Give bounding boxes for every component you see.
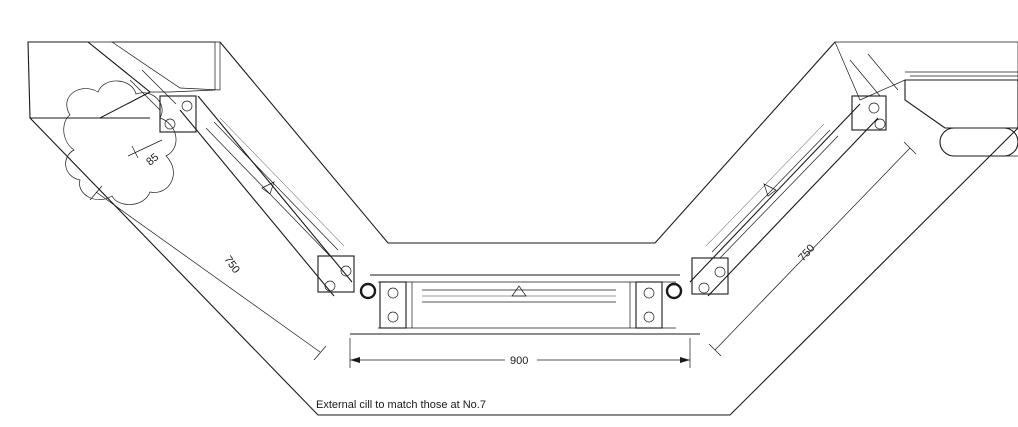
dimension-centre-900 bbox=[349, 338, 691, 368]
dimension-centre-900-label: 900 bbox=[510, 355, 528, 367]
dimension-small-85 bbox=[127, 139, 163, 159]
dimension-right-750 bbox=[708, 141, 917, 357]
right-wall bbox=[834, 41, 1018, 157]
dimension-left-750-label: 750 bbox=[222, 254, 242, 276]
left-angled-window bbox=[159, 95, 355, 297]
inner-reveal-outline bbox=[219, 41, 836, 244]
outer-cill-outline bbox=[29, 117, 1018, 416]
left-cloud-symbol bbox=[63, 80, 177, 205]
cill-note: External cill to match those at No.7 bbox=[316, 399, 486, 411]
dimension-small-85-label: 85 bbox=[144, 151, 161, 168]
dimension-left-750 bbox=[89, 185, 327, 361]
dimension-right-750-label: 750 bbox=[796, 242, 817, 264]
centre-window bbox=[350, 274, 700, 335]
left-wall bbox=[27, 41, 221, 119]
right-angled-window bbox=[689, 95, 887, 297]
